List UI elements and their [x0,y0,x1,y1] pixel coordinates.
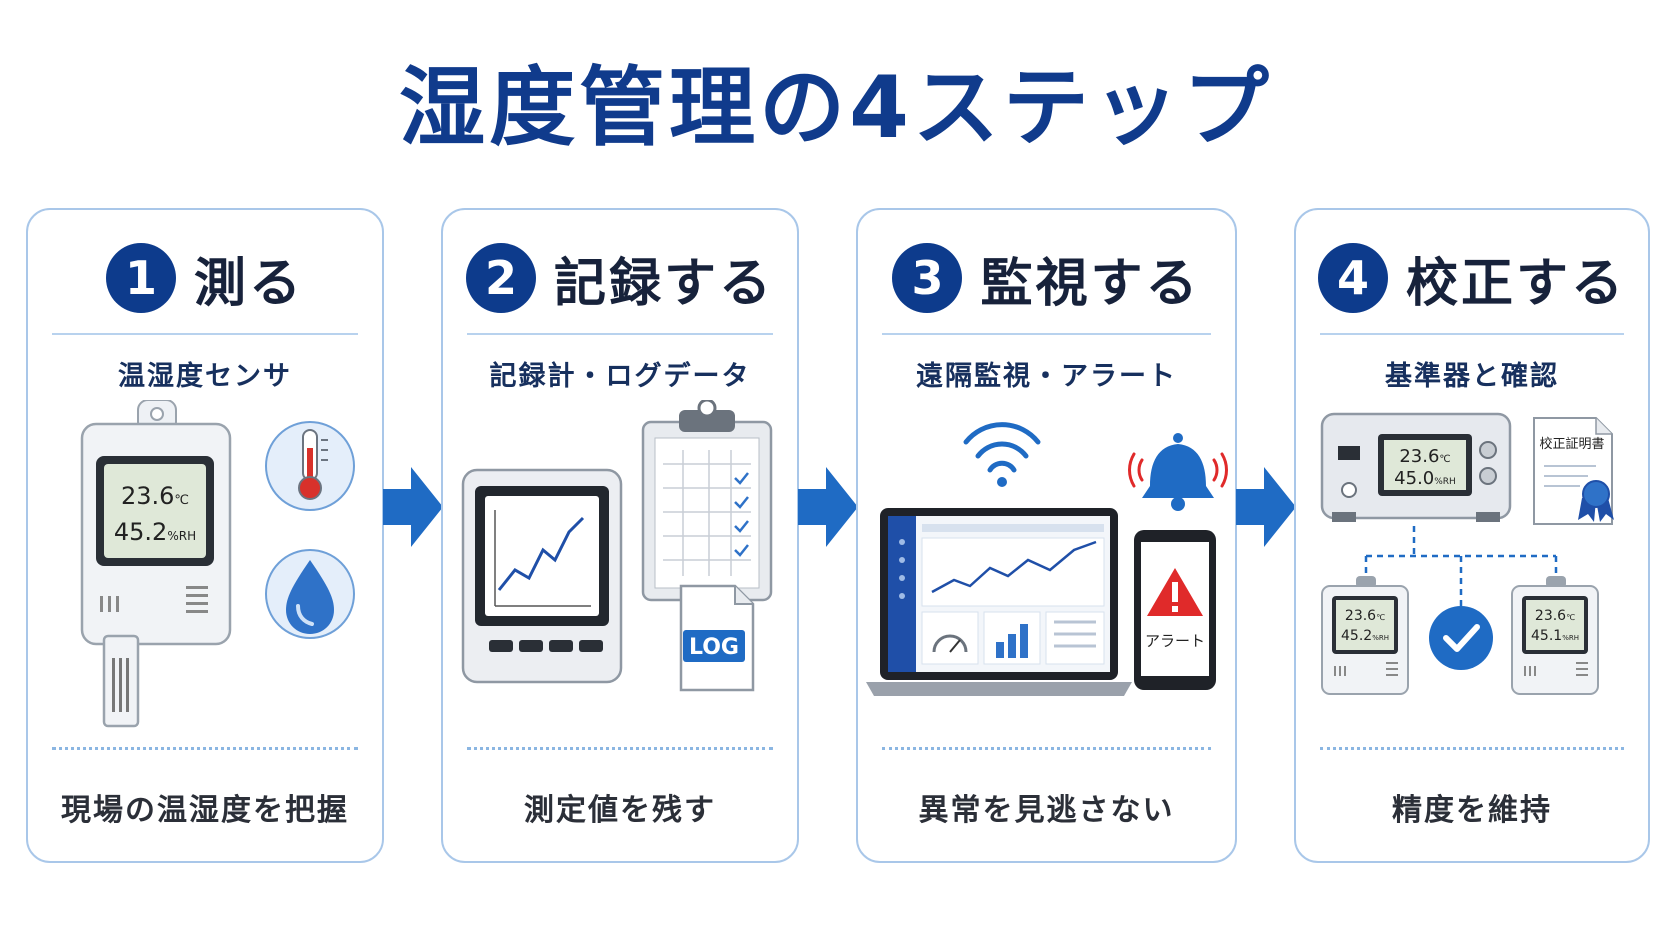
check-icon [734,472,749,557]
svg-text:23.6℃: 23.6℃ [121,482,189,510]
alert-icon [1147,568,1203,616]
step-footer: 測定値を残す [524,793,716,828]
check-icon [1429,606,1493,670]
svg-text:23.6℃: 23.6℃ [1399,446,1450,467]
step-footer: 現場の温湿度を把握 [61,793,349,828]
step-title: 記録する [553,253,774,314]
flow-arrow-icon [798,467,858,547]
calibration-illustration: 23.6℃ 45.0%RH 校正証明書 23.6℃ 45.2%RH [1320,412,1614,695]
step-header: 3 監視する [858,238,1235,318]
sensor-illustration: 23.6℃ 45.2%RH [80,400,355,728]
recorder-illustration: LOG [461,400,773,692]
log-file-label: LOG [689,635,739,660]
header-divider [1320,333,1624,335]
header-divider [882,333,1211,335]
step-number-badge: 2 [465,243,536,313]
step-title: 監視する [980,253,1201,314]
step-number-badge: 1 [105,243,176,313]
water-drop-icon [265,549,355,639]
step-subtitle: 温湿度センサ [118,361,292,392]
footer-divider [1320,747,1624,750]
header-divider [467,333,773,335]
wifi-icon [963,422,1041,473]
svg-text:45.1%RH: 45.1%RH [1531,628,1579,644]
certificate-label: 校正証明書 [1539,436,1604,452]
svg-text:23.6℃: 23.6℃ [1535,608,1575,624]
step-title: 校正する [1405,253,1626,314]
step-card-1: 1 測る 温湿度センサ 23.6℃ 45.2%RH [26,208,384,863]
step-title: 測る [193,253,304,314]
thermometer-icon [265,421,355,511]
svg-text:45.2%RH: 45.2%RH [1341,628,1389,644]
header-divider [52,333,358,335]
step-footer: 精度を維持 [1392,793,1552,828]
svg-text:45.2%RH: 45.2%RH [114,518,196,546]
footer-divider [52,747,358,750]
step-header: 1 測る [28,238,382,318]
step-footer: 異常を見逃さない [918,793,1175,828]
step-subtitle: 記録計・ログデータ [489,361,751,392]
step-card-3: 3 監視する 遠隔監視・アラート [856,208,1237,863]
flow-arrow-icon [1236,467,1296,547]
footer-divider [882,747,1211,750]
page-title: 湿度管理の4ステップ [399,58,1273,158]
step-header: 4 校正する [1296,238,1648,318]
footer-divider [467,747,773,750]
svg-text:23.6℃: 23.6℃ [1345,608,1385,624]
monitoring-illustration: アラート [866,422,1228,696]
step-number-badge: 3 [892,243,963,313]
step-card-4: 4 校正する 基準器と確認 23.6℃ 45.0%RH 校正証明書 [1294,208,1650,863]
step-number-badge: 4 [1317,243,1388,313]
step-header: 2 記録する [443,238,797,318]
step-card-2: 2 記録する 記録計・ログデータ LO [441,208,799,863]
svg-text:45.0%RH: 45.0%RH [1394,468,1456,489]
certificate-ribbon-icon [1578,480,1614,522]
bell-icon [1128,433,1228,511]
flow-arrow-icon [383,467,443,547]
step-subtitle: 基準器と確認 [1385,361,1559,392]
alert-label: アラート [1145,632,1205,650]
step-subtitle: 遠隔監視・アラート [916,361,1177,392]
